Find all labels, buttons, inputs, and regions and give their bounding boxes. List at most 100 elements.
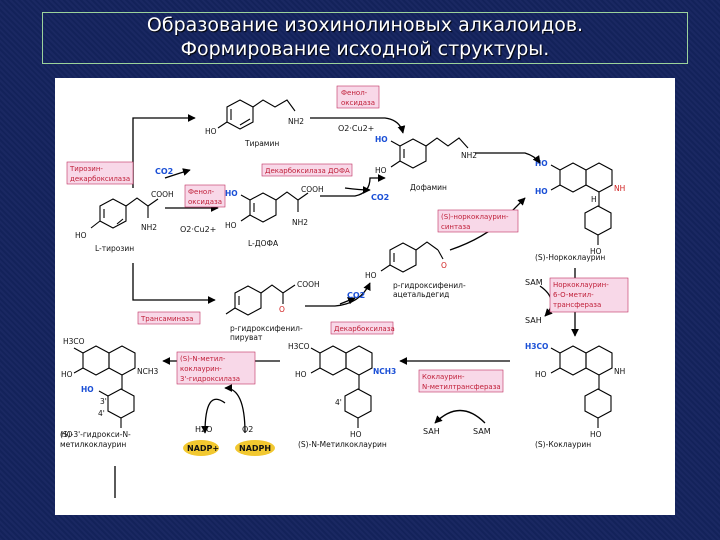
nadph-badge (235, 440, 275, 456)
cooh-label: COOH (301, 185, 324, 194)
nch3-label: NCH3 (373, 367, 396, 376)
phenoloxidase-mid-label-1: Фенол- (188, 188, 215, 196)
ho-label: HO (295, 370, 307, 379)
nh2-label: NH2 (461, 151, 477, 160)
h3co-label: H3CO (288, 342, 310, 351)
norcoclaurine-synthase-label-2: синтаза (441, 223, 470, 231)
decarboxylase-box (330, 321, 394, 335)
h3co-label: H3CO (525, 342, 548, 351)
title-line-2: Формирование исходной структуры. (180, 38, 550, 60)
nmt-label-1: Коклаурин- (422, 373, 465, 381)
ho-label: HO (75, 231, 87, 240)
co2-curve-2 (344, 186, 371, 194)
ho-label: HO (61, 370, 73, 379)
dopa-decarboxylase-label: Декарбоксилаза ДОФА (265, 167, 350, 175)
pos3-label: 3' (100, 397, 107, 406)
dopamine-label: Дофамин (410, 183, 447, 192)
co2-curve-3 (339, 296, 356, 305)
norcoclaurine-synthase-box (437, 209, 519, 233)
phenoloxidase-top-label-1: Фенол- (341, 89, 368, 97)
l-tyrosine-structure (90, 197, 159, 229)
h2o-label: H2O (195, 425, 212, 434)
hydroxy-label-1-visible: (S)-3'-гидрокси-N- (60, 430, 131, 439)
tyramine-label: Тирамин (244, 139, 279, 148)
sah-label: SAH (423, 427, 440, 436)
tyramine-structure (217, 99, 296, 130)
norcoclaurine-synthase-label-1: (S)-норкоклаурин- (441, 213, 509, 221)
aldehyde-label-1: p-гидроксифенил- (393, 281, 466, 290)
dopa-decarboxylase-box (261, 163, 353, 177)
arrow-tyrosine-pyruvate (132, 263, 216, 304)
ho-label: HO (61, 430, 73, 439)
aldehyde-label-2: ацетальдегид (393, 290, 449, 299)
diagram-panel: HO NH2 Тирамин HO COOH NH2 L-тирозин HO … (55, 78, 675, 515)
arrow-tyrosine-tyramine (132, 114, 196, 188)
hydroxylase-box (176, 351, 256, 385)
ho-label: HO (365, 271, 377, 280)
hydroxy-n-methylcoclaurine-structure (73, 345, 136, 428)
pos4-label: 4' (335, 398, 342, 407)
l-dopa-structure (240, 191, 309, 223)
transaminase-label: Трансаминаза (140, 315, 193, 323)
hydroxylase-label-3: 3'-гидроксилаза (180, 375, 240, 383)
nh2-label: NH2 (141, 223, 157, 232)
norcoclaurine-label: (S)-Норкоклаурин (535, 253, 605, 262)
arrow-tyramine-dopamine (310, 117, 406, 134)
nadph-label: NADPH (239, 444, 271, 453)
pyruvate-label-2: пируват (230, 333, 263, 342)
l-tyrosine-label: L-тирозин (95, 244, 134, 253)
hydroxylase-label-2: коклаурин- (180, 365, 222, 373)
keto-o-label: O (279, 305, 285, 314)
phenoloxidase-mid-label-2: оксидаза (188, 198, 222, 206)
nh-label: NH (614, 184, 625, 193)
nh-label: NH (614, 367, 625, 376)
omt-label-2: 6-O-метил- (553, 291, 594, 299)
sam-label: SAM (473, 427, 491, 436)
title-line-1: Образование изохинолиновых алкалоидов. (146, 14, 584, 36)
tyrosine-decarboxylase-box (66, 161, 134, 185)
nh2-label: NH2 (292, 218, 308, 227)
ho-label-blue: HO (535, 159, 548, 168)
pyruvate-label-1: p-гидроксифенил- (230, 324, 303, 333)
nadp-label: NADP+ (187, 444, 219, 453)
phenoloxidase-top-label-2: оксидаза (341, 99, 375, 107)
omt-label-3: трансфераза (553, 301, 601, 309)
cooh-label: COOH (297, 280, 320, 289)
hydroxylase-label-1: (S)-N-метил- (180, 355, 226, 363)
l-dopa-label: L-ДОФА (248, 239, 279, 248)
ho-label: HO (590, 247, 602, 256)
sah-label: SAH (525, 316, 542, 325)
nmt-label-2: N-метилтрансфераза (422, 383, 501, 391)
co2-label: CO2 (371, 193, 389, 202)
pathway-diagram: HO NH2 Тирамин HO COOH NH2 L-тирозин HO … (60, 85, 629, 498)
decarboxylase-label: Декарбоксилаза (334, 325, 395, 333)
n-methylcoclaurine-label: (S)-N-Метилкоклаурин (298, 440, 387, 449)
ho-label-blue: HO (81, 385, 94, 394)
cooh-label: COOH (151, 190, 174, 199)
h-label: H (591, 195, 597, 204)
tyrosine-decarboxylase-label-2: декарбоксилаза (70, 175, 130, 183)
nch3-label: NCH3 (137, 367, 158, 376)
sam-sah-curve-2 (434, 409, 486, 424)
n-methylcoclaurine-structure (310, 345, 373, 428)
aldehyde-o-label: O (441, 261, 447, 270)
omt-label-1: Норкоклаурин- (553, 281, 609, 289)
h3co-label: H3CO (63, 337, 85, 346)
ho-label-blue: HO (225, 189, 238, 198)
ho-label: HO (375, 166, 387, 175)
ho-label: HO (205, 127, 217, 136)
nadp-badge (183, 440, 219, 456)
nadp-curve-2 (224, 384, 246, 434)
nh2-label: NH2 (288, 117, 304, 126)
co2-label: CO2 (155, 167, 173, 176)
nadp-curve-1 (201, 398, 226, 434)
ho-label-blue: HO (535, 187, 548, 196)
transaminase-box (137, 311, 201, 325)
ho-label: HO (350, 430, 362, 439)
tyrosine-decarboxylase-label-1: Тирозин- (69, 165, 103, 173)
arrow-dopamine-norcoclaurine (475, 152, 541, 164)
phenoloxidase-top-box (336, 85, 380, 109)
coclaurine-label: (S)-Коклаурин (535, 440, 591, 449)
o2-cu-label: O2·Cu2+ (180, 225, 216, 234)
pos4-label: 4' (98, 409, 105, 418)
